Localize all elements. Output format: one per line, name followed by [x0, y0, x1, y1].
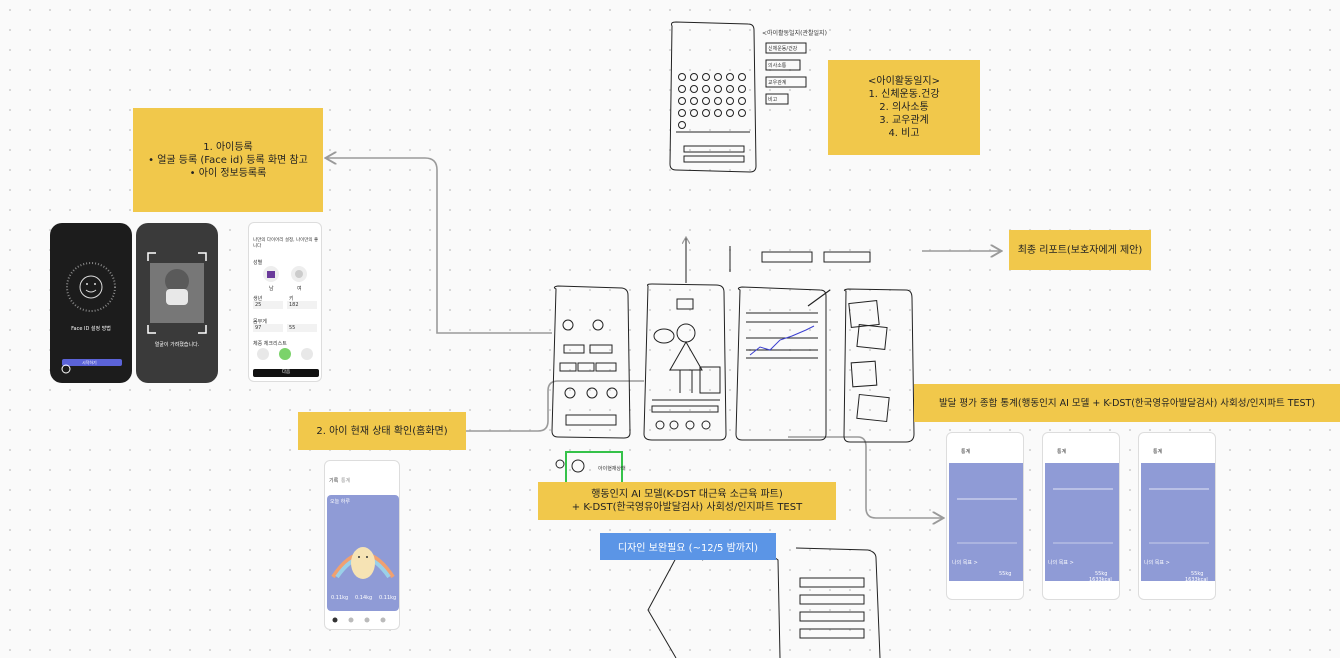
stats-screen-1: 통계 나의 목표 > 55kg — [946, 432, 1024, 600]
note-line: 행동인지 AI 모델(K-DST 대근육 소근육 파트) — [591, 489, 783, 500]
sketch-activity-phone — [669, 21, 757, 173]
form-label: 체중 체크리스트 — [253, 341, 287, 347]
note-item: 3. 교우관계 — [879, 115, 929, 126]
sketch-bottom-right — [795, 547, 881, 658]
home-card: 오늘 하루 0.11kg 0.14kg 0.11kg — [327, 495, 399, 611]
sketch-bottom-mid — [701, 553, 781, 658]
sketch-phone-report — [843, 288, 915, 443]
note-item: 1. 신체운동.건강 — [868, 89, 940, 100]
note-item: 4. 비고 — [888, 128, 920, 139]
note-stats[interactable]: 발달 평가 종합 통계(행동인지 AI 모델 + K-DST(한국영유아발달검사… — [914, 384, 1340, 422]
sketch-label-activity: <아이활동일지(관찰일지) — [762, 30, 827, 37]
stats-section: 나의 목표 > — [1144, 560, 1170, 566]
faceid-phone-scan: 얼굴이 가려졌습니다. — [136, 223, 218, 383]
bottom-nav-icons[interactable] — [329, 615, 397, 625]
note-text: 발달 평가 종합 통계(행동인지 AI 모델 + K-DST(한국영유아발달검사… — [938, 397, 1316, 409]
face-scan-text: 얼굴이 가려졌습니다. — [154, 342, 200, 348]
stats-section: 나의 목표 > — [952, 560, 978, 566]
mood-icons — [257, 348, 313, 360]
tab-stats[interactable]: 통계 — [341, 478, 351, 484]
form-heading: 나만의 다이어리 설정, 나이만의 좋니다 — [253, 238, 319, 249]
form-label: 몸무게 — [253, 319, 267, 325]
note-title: 1. 아이등록 — [203, 141, 253, 153]
character-illustration — [331, 547, 395, 579]
sketch-box-label: 교우관계 — [768, 80, 787, 86]
note-activity-log[interactable]: <아이활동일지> 1. 신체운동.건강 2. 의사소통 3. 교우관계 4. 비… — [828, 60, 980, 155]
home-stat: 0.11kg — [379, 595, 397, 601]
stats-section: 나의 목표 > — [1048, 560, 1074, 566]
sketch-label-growth: 아이현재상태 — [598, 466, 626, 472]
weight-value: 55 — [289, 325, 296, 331]
stats-chart-card: 나의 목표 > 55kg 1633kcal — [1045, 463, 1119, 583]
line-home-status — [466, 380, 644, 432]
note-text: 최종 리포트(보호자에게 제안) — [1017, 244, 1143, 256]
sketch-box-label: 비고 — [768, 97, 778, 103]
stats-line-icon — [1149, 488, 1209, 544]
stats-value: 1633kcal — [1185, 577, 1208, 583]
sketch-box-label: 의사소통 — [768, 63, 787, 69]
weight-field[interactable] — [253, 324, 283, 332]
faceid-start-button[interactable]: 시작하기 — [82, 360, 97, 365]
sketch-bottom-left — [647, 557, 677, 658]
weight-value: 97 — [255, 325, 262, 331]
note-text: 디자인 보완필요 (~12/5 밤까지) — [617, 543, 759, 554]
gender-value: 남 — [269, 286, 274, 292]
sketch-phone-info — [551, 285, 631, 439]
height-field[interactable] — [287, 301, 317, 309]
note-line: + K-DST(한국영유아발달검사) 사회성/인지파트 TEST — [571, 502, 803, 513]
note-title: <아이활동일지> — [868, 76, 940, 87]
arrow-to-register — [327, 158, 552, 334]
face-scan-icon — [147, 252, 207, 334]
stats-line-icon — [1053, 488, 1113, 544]
home-stat: 0.11kg — [331, 595, 349, 601]
note-ai-model[interactable]: 행동인지 AI 모델(K-DST 대근육 소근육 파트) + K-DST(한국영… — [538, 482, 836, 520]
note-final-report[interactable]: 최종 리포트(보호자에게 제안) — [1009, 230, 1151, 270]
stats-title: 통계 — [1057, 449, 1067, 455]
birth-year-value: 25 — [255, 302, 262, 308]
note-item: • 아이 정보등록록 — [189, 167, 267, 179]
faceid-phone-setup: Face ID 설정 방법 시작하기 — [50, 223, 132, 383]
stats-value: 55kg — [1191, 571, 1204, 577]
today-label: 오늘 하루 — [330, 499, 350, 505]
sketch-box-label: 신체운동/건강 — [768, 46, 798, 52]
sketch-phone-chart — [735, 286, 827, 441]
gender-value: 여 — [297, 286, 302, 292]
sketch-phone-home — [643, 283, 727, 441]
stats-value: 55kg — [999, 571, 1012, 577]
note-item: 2. 의사소통 — [879, 102, 929, 113]
form-label: 생년 — [253, 296, 263, 302]
arrow-to-stats — [788, 436, 942, 518]
stats-value: 1633kcal — [1089, 577, 1112, 583]
tab-record[interactable]: 기록 — [329, 478, 339, 484]
gender-icons — [263, 266, 307, 282]
next-button[interactable]: 다음 — [253, 369, 319, 377]
form-label: 성별 — [253, 260, 263, 266]
stats-screen-2: 통계 나의 목표 > 55kg 1633kcal — [1042, 432, 1120, 600]
note-item: • 얼굴 등록 (Face id) 등록 화면 참고 — [148, 154, 308, 166]
faceid-ring-icon — [61, 262, 122, 374]
home-screen: 기록 통계 오늘 하루 0.11kg 0.14kg 0.11kg — [324, 460, 400, 630]
note-home-status[interactable]: 2. 아이 현재 상태 확인(홈화면) — [298, 412, 466, 450]
birth-year-field[interactable] — [253, 301, 283, 309]
stats-title: 통계 — [1153, 449, 1163, 455]
info-form-screen: 나만의 다이어리 설정, 나이만의 좋니다 성별 남 여 생년 키 25 182… — [248, 222, 322, 382]
note-design-needed[interactable]: 디자인 보완필요 (~12/5 밤까지) — [600, 533, 776, 560]
home-stat: 0.14kg — [355, 595, 373, 601]
faceid-title: Face ID 설정 방법 — [71, 326, 111, 332]
stats-title: 통계 — [961, 449, 971, 455]
stats-value: 55kg — [1095, 571, 1108, 577]
height-value: 182 — [289, 302, 299, 308]
note-register[interactable]: 1. 아이등록 • 얼굴 등록 (Face id) 등록 화면 참고 • 아이 … — [133, 108, 323, 212]
weight-field-2[interactable] — [287, 324, 317, 332]
stats-line-icon — [957, 498, 1017, 544]
stats-chart-card: 나의 목표 > 55kg — [949, 463, 1023, 581]
stats-chart-card: 나의 목표 > 55kg 1633kcal — [1141, 463, 1215, 583]
form-label: 키 — [289, 296, 294, 302]
sketch-circle-grid — [678, 73, 746, 129]
stats-screen-3: 통계 나의 목표 > 55kg 1633kcal — [1138, 432, 1216, 600]
note-text: 2. 아이 현재 상태 확인(홈화면) — [316, 425, 448, 437]
